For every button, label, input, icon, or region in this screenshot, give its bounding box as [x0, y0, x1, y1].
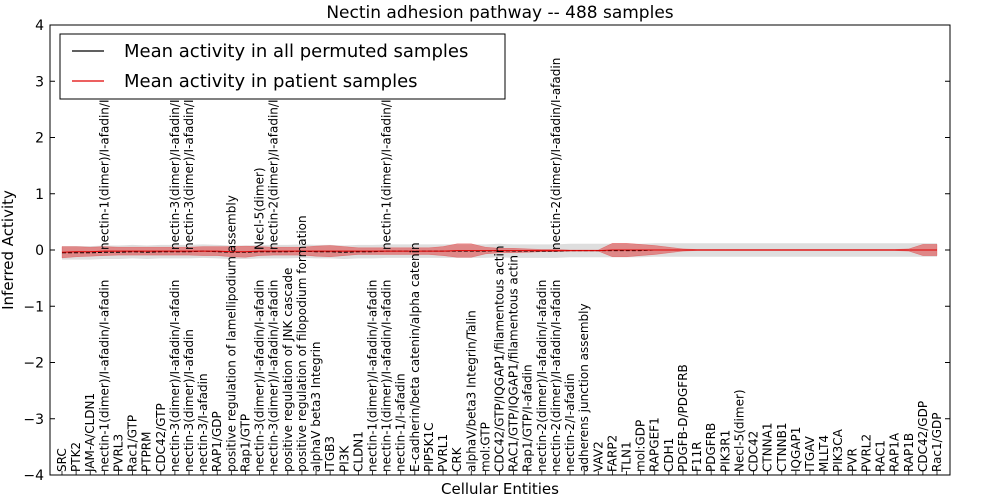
- x-tick-label: TLN1: [620, 441, 634, 473]
- upper-category-label: nectin-1(dimer)/I-afadin/I-afadin: [380, 58, 394, 250]
- x-tick-label: positive regulation of JNK cascade: [281, 268, 295, 472]
- y-tick-label: −2: [23, 356, 44, 372]
- x-tick-label: SRC: [55, 448, 69, 472]
- y-tick-label: 3: [35, 74, 44, 90]
- x-tick-label: PTPRM: [140, 432, 154, 473]
- x-tick-label: CTNNB1: [775, 422, 789, 472]
- x-tick-label: alphaV beta3 Integrin: [309, 341, 323, 472]
- x-tick-label: CDH1: [662, 438, 676, 472]
- x-tick-label: nectin-3(dimer)/I-afadin/I-afadin: [168, 280, 182, 472]
- x-tick-label: alphaV/beta3 Integrin/Talin: [464, 310, 478, 472]
- x-tick-label: mol:GDP: [634, 420, 648, 472]
- x-tick-label: PDGFB-D/PDGFRB: [676, 364, 690, 472]
- x-tick-label: RAP1/GDP: [210, 411, 224, 472]
- upper-category-label: nectin-3(dimer)/I-afadin/I-afadin: [168, 58, 182, 250]
- y-tick-label: 4: [35, 18, 44, 34]
- x-tick-label: JAM-A/CLDN1: [83, 393, 97, 473]
- y-tick-label: 1: [35, 187, 44, 203]
- x-tick-label: nectin-1(dimer)/I-afadin/I-afadin: [380, 280, 394, 472]
- x-tick-label: CDC42/GTP/IQGAP1/filamentous actin: [493, 246, 507, 472]
- x-tick-label: PIK3CA: [831, 428, 845, 472]
- y-tick-label: −4: [23, 468, 44, 484]
- x-tick-label: RAC1: [874, 440, 888, 472]
- x-tick-label: PTK2: [69, 442, 83, 472]
- x-tick-label: RAC1/GTP/IQGAP1/filamentous actin: [507, 255, 521, 472]
- x-tick-label: mol:GTP: [478, 422, 492, 472]
- x-tick-label: MLLT4: [817, 435, 831, 472]
- x-tick-label: PVRL2: [859, 434, 873, 472]
- chart-title: Nectin adhesion pathway -- 488 samples: [326, 3, 673, 23]
- x-tick-label: Rap1/GTP: [239, 414, 253, 472]
- x-tick-label: F11R: [690, 441, 704, 472]
- x-tick-label: RAP1B: [902, 433, 916, 472]
- x-tick-label: PIK3R1: [718, 430, 732, 472]
- x-tick-label: PIP5K1C: [422, 422, 436, 472]
- x-tick-label: CLDN1: [351, 431, 365, 472]
- x-tick-label: adherens junction assembly: [577, 303, 591, 472]
- legend-label: Mean activity in all permuted samples: [124, 41, 468, 62]
- legend: Mean activity in all permuted samplesMea…: [59, 33, 506, 100]
- x-tick-label: Rac1/GTP: [126, 415, 140, 472]
- x-tick-label: CDC42/GTP: [154, 403, 168, 472]
- series-line-1: [61, 249, 937, 253]
- y-tick-label: 0: [35, 243, 44, 259]
- x-tick-label: nectin-1(dimer)/I-afadin/I-afadin: [97, 280, 111, 472]
- x-tick-label: nectin-3(dimer)/I-afadin: [182, 329, 196, 472]
- x-tick-label: PVRL1: [436, 434, 450, 472]
- x-tick-label: nectin-3(dimer)/I-afadin/I-afadin: [253, 280, 267, 472]
- x-tick-label: nectin-1/I-afadin: [394, 373, 408, 472]
- x-tick-label: FARP2: [605, 435, 619, 472]
- y-tick-label: −1: [23, 299, 44, 315]
- upper-category-label: nectin-2(dimer)/I-afadin/I-afadin: [549, 58, 563, 250]
- x-tick-label: PI3K: [337, 445, 351, 472]
- x-tick-label: E-cadherin/beta catenin/alpha catenin: [408, 242, 422, 472]
- y-axis-ticks: −4 −3 −2 −1 0 1 2 3 4: [23, 18, 950, 484]
- x-tick-label: PVR: [845, 448, 859, 472]
- legend-box: [59, 33, 506, 100]
- x-tick-label: PVRL3: [112, 434, 126, 472]
- x-tick-label: PDGFRB: [704, 423, 718, 472]
- x-tick-label: ITGB3: [323, 436, 337, 472]
- x-tick-label: positive regulation of filopodium format…: [295, 215, 309, 472]
- x-tick-label: CDC42: [747, 431, 761, 472]
- x-tick-label: RAPGEF1: [648, 417, 662, 472]
- x-tick-label: positive regulation of lamellipodium ass…: [224, 195, 238, 472]
- upper-category-label: nectin-2(dimer)/I-afadin/I-afadin: [267, 58, 281, 250]
- x-tick-label: nectin-2/I-afadin: [563, 373, 577, 472]
- upper-category-label: nectin-1(dimer)/I-afadin/I-afadin: [97, 58, 111, 250]
- x-tick-label: ITGAV: [803, 435, 817, 472]
- y-tick-label: −3: [23, 412, 44, 428]
- upper-category-labels: nectin-1(dimer)/I-afadin/I-afadin nectin-…: [97, 58, 563, 250]
- x-tick-label: VAV2: [591, 441, 605, 472]
- x-tick-label: CDC42/GDP: [916, 401, 930, 472]
- x-tick-label: nectin-2(dimer)/I-afadin/I-afadin: [535, 280, 549, 472]
- x-tick-label: nectin-3/I-afadin: [196, 373, 210, 472]
- upper-category-label: nectin-3(dimer)/I-afadin/I-afadin: [182, 58, 196, 250]
- legend-label: Mean activity in patient samples: [124, 71, 418, 92]
- x-tick-label: CTNNA1: [761, 422, 775, 472]
- x-tick-label: Rap1/GTP/I-afadin: [521, 364, 535, 472]
- x-tick-label: Necl-5(dimer): [732, 389, 746, 472]
- x-tick-label: nectin-3(dimer)/I-afadin/I-afadin: [267, 280, 281, 472]
- y-axis-title: Inferred Activity: [0, 190, 17, 310]
- upper-category-label: Necl-5(dimer): [253, 167, 267, 250]
- x-tick-label: Rac1/GDP: [930, 413, 944, 472]
- y-tick-label: 2: [35, 131, 44, 147]
- x-tick-label: nectin-1(dimer)/I-afadin/I-afadin: [366, 280, 380, 472]
- x-tick-label: CRK: [450, 446, 464, 472]
- x-tick-label: RAP1A: [888, 432, 902, 472]
- x-tick-label: nectin-2(dimer)/I-afadin/I-afadin: [549, 280, 563, 472]
- x-axis-title: Cellular Entities: [441, 480, 559, 498]
- x-tick-label: IQGAP1: [789, 427, 803, 472]
